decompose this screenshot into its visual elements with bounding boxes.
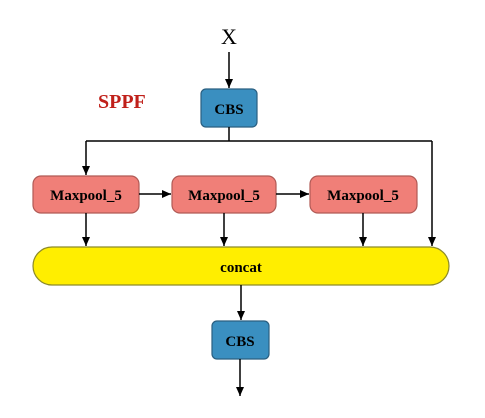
cbs-top-label: CBS [214, 102, 243, 118]
diagram-title: SPPF [98, 91, 146, 113]
concat-label: concat [220, 260, 262, 276]
maxpool-2-label: Maxpool_5 [188, 188, 260, 204]
maxpool-1-label: Maxpool_5 [50, 188, 122, 204]
cbs-bottom-label: CBS [225, 334, 254, 350]
maxpool-3-label: Maxpool_5 [327, 188, 399, 204]
input-label: X [221, 24, 237, 49]
